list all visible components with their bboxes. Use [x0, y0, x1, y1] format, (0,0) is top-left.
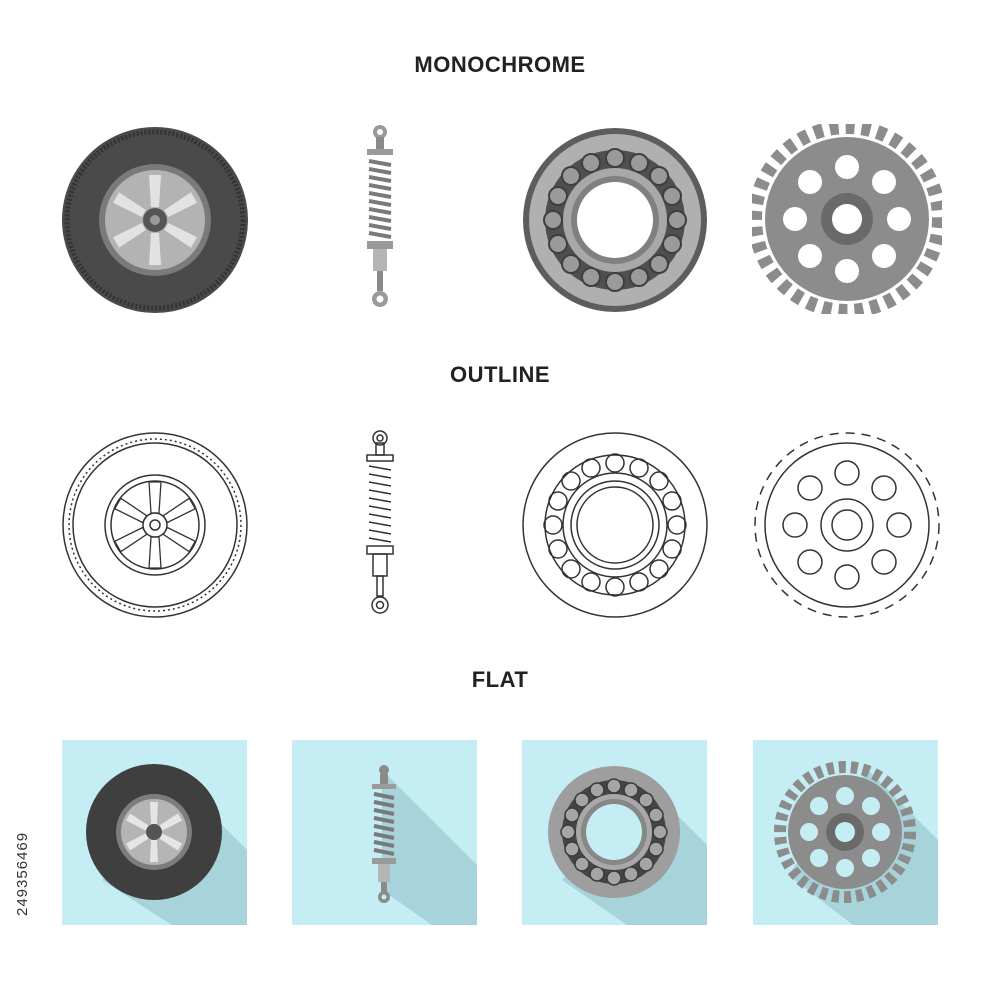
shock-absorber-outline-icon — [366, 430, 394, 614]
ball-bearing-flat-icon — [522, 740, 707, 925]
gear-flat-icon — [753, 740, 938, 925]
outline-section-title: OUTLINE — [449, 362, 551, 387]
gear-icon — [752, 124, 942, 314]
tire-wheel-flat-icon — [62, 740, 247, 925]
gear-outline-icon — [754, 432, 940, 618]
tire-wheel-icon — [62, 127, 248, 313]
stock-id-label: 249356469 — [14, 831, 31, 916]
shock-absorber-flat-icon — [292, 740, 477, 925]
monochrome-section-title: MONOCHROME — [414, 52, 586, 77]
tire-wheel-outline-icon — [62, 432, 248, 618]
shock-absorber-icon — [367, 125, 393, 307]
ball-bearing-outline-icon — [522, 432, 708, 618]
flat-section-title: FLAT — [471, 667, 529, 692]
ball-bearing-icon — [523, 128, 707, 312]
